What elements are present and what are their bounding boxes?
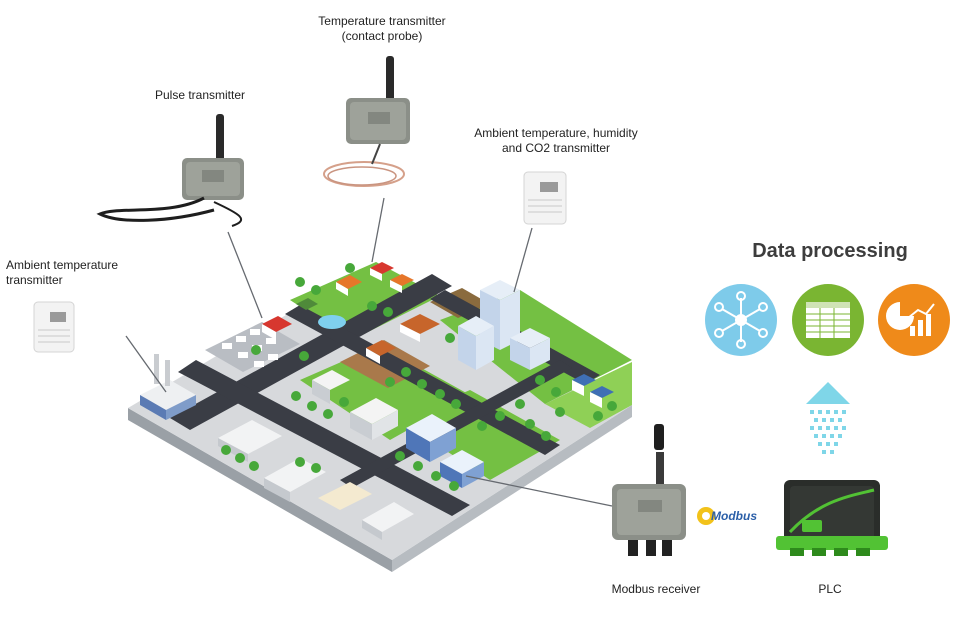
ambient-thc-transmitter-label: Ambient temperature, humidity and CO2 tr… xyxy=(474,126,638,155)
data-processing-title: Data processing xyxy=(752,240,908,262)
pulse-transmitter-device xyxy=(96,114,244,227)
modbus-receiver-device xyxy=(612,424,686,556)
plc-device xyxy=(776,480,888,556)
spreadsheet-icon xyxy=(792,284,864,356)
temperature-transmitter-device xyxy=(323,56,410,187)
city-block xyxy=(128,262,632,572)
modbus-logo-text: Modbus xyxy=(711,509,757,523)
pulse-transmitter-label: Pulse transmitter xyxy=(154,88,246,102)
modbus-gear-icon xyxy=(697,507,715,525)
upload-arrow-icon xyxy=(806,382,850,454)
temperature-transmitter-label: Temperature transmitter (contact probe) xyxy=(318,14,446,43)
connector-lines xyxy=(125,197,613,507)
ambient-temp-transmitter-label: Ambient temperature transmitter xyxy=(6,258,119,287)
ambient-temp-sensor-device xyxy=(33,301,75,353)
plc-label: PLC xyxy=(818,582,842,596)
network-icon xyxy=(705,284,777,356)
analytics-icon xyxy=(878,284,950,356)
ambient-thc-sensor-device xyxy=(523,171,567,225)
modbus-receiver-label: Modbus receiver xyxy=(611,582,701,596)
